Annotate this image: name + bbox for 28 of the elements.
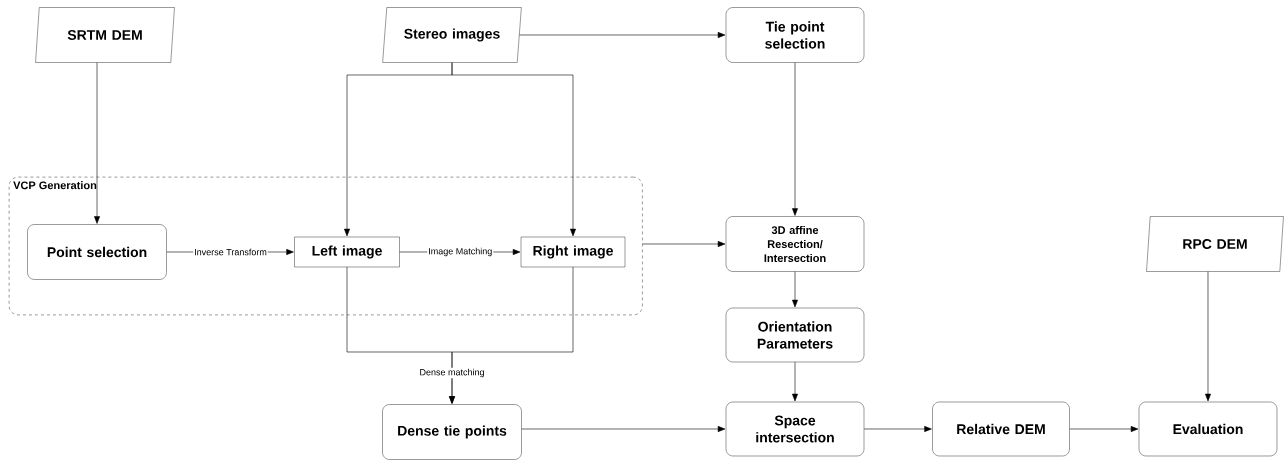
process-box: Space intersection [725,401,865,457]
data-parallelogram: SRTM DEM [35,7,175,63]
process-box: Right image [520,236,626,268]
arrow [451,62,576,237]
edge-label: Dense matching [418,367,486,379]
data-parallelogram: Stereo images [382,7,522,63]
arrow [94,62,100,224]
arrow [1205,271,1211,402]
arrow [792,361,798,402]
process-box: Orientation Parameters [725,307,865,363]
arrow [1069,426,1139,432]
process-box: Dense tie points [382,404,522,460]
arrow [792,62,798,216]
process-box: Point selection [27,224,167,280]
edge-label: Inverse Transform [193,247,268,257]
process-box: 3D affine Resection/ Intersection [725,216,865,272]
edge-label: Image Matching [427,246,494,258]
data-parallelogram: RPC DEM [1146,216,1284,272]
arrow [642,241,726,247]
process-box: Evaluation [1138,401,1278,457]
arrow [521,426,726,432]
process-box: Left image [294,236,400,268]
arrow [519,32,726,38]
arrow [792,271,798,308]
arrow [449,266,574,404]
process-box: Tie point selection [725,7,865,63]
arrow [863,426,932,432]
process-box: Relative DEM [932,401,1070,457]
